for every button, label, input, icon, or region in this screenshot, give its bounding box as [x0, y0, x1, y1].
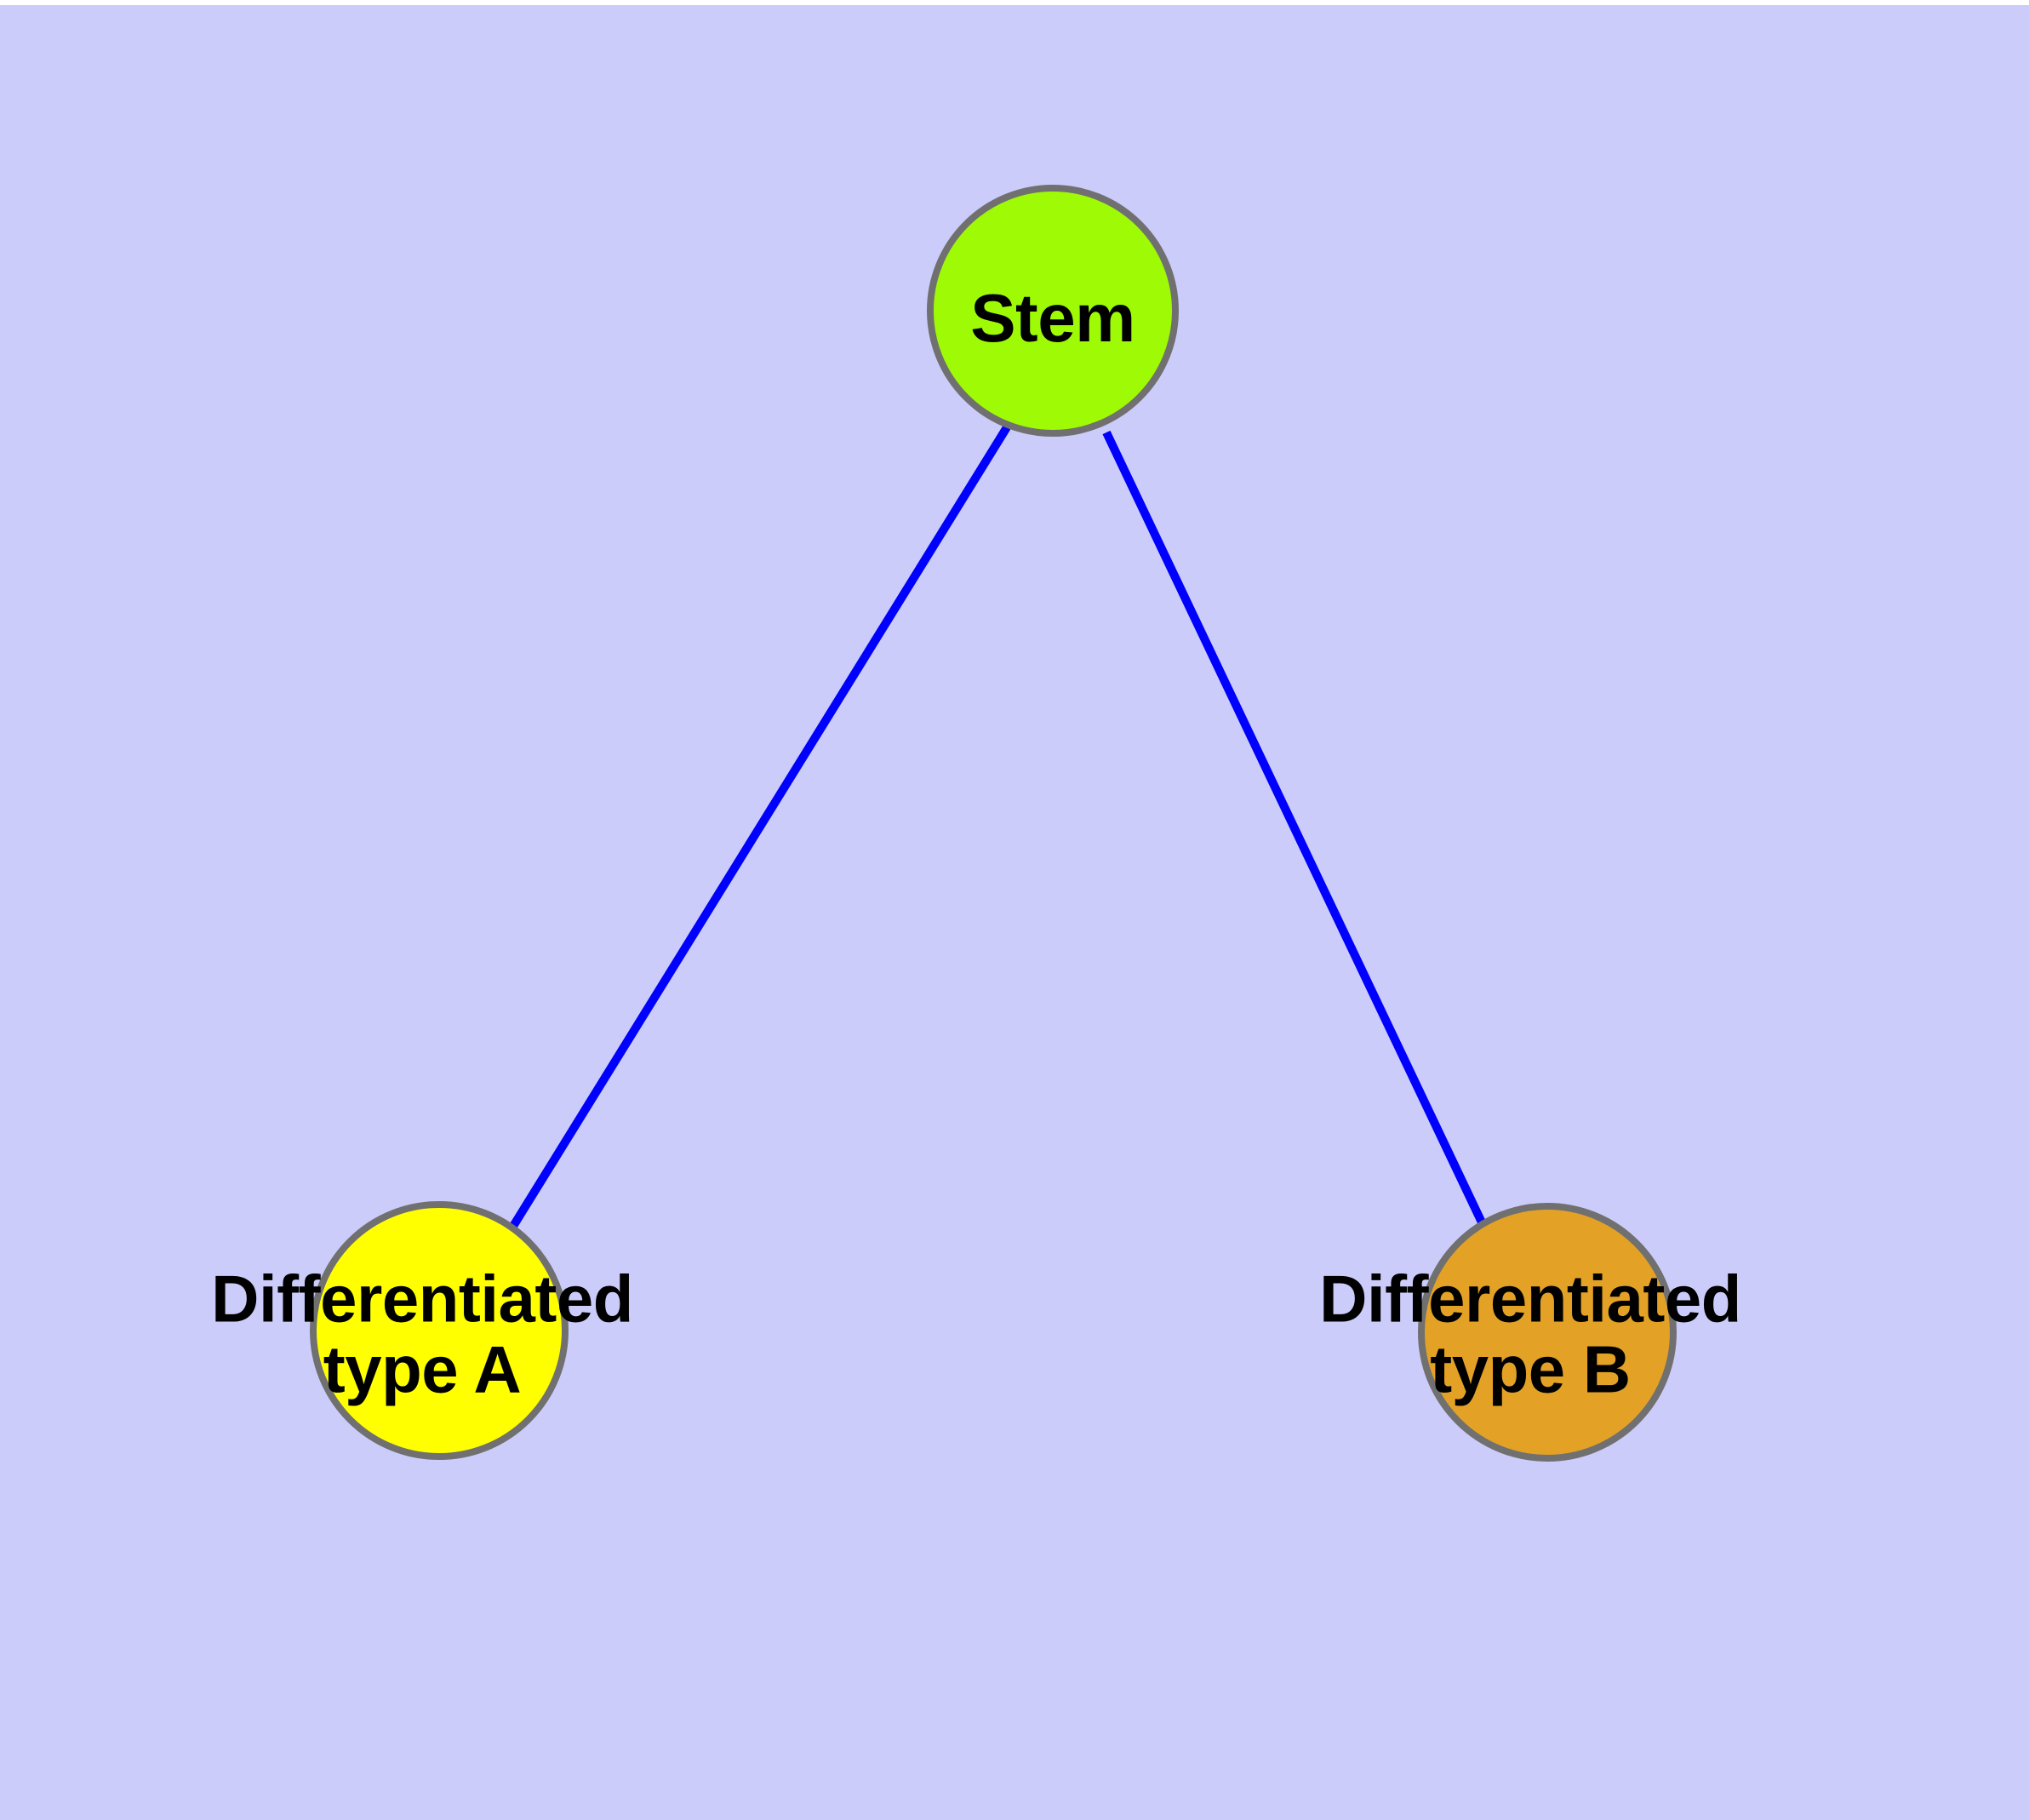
node-differentiated-type-a[interactable]: [310, 1201, 569, 1460]
node-label-differentiated-type-b: Differentiated type B: [1319, 1261, 1741, 1407]
node-label-differentiated-type-a: Differentiated type A: [211, 1261, 633, 1407]
node-label-stem: Stem: [970, 280, 1135, 357]
edge-stem-to-differentiated-type-a: [508, 425, 1011, 1230]
edge-stem-to-differentiated-type-b: [1102, 430, 1487, 1227]
node-stem[interactable]: [927, 185, 1179, 437]
node-differentiated-type-b[interactable]: [1418, 1203, 1677, 1462]
